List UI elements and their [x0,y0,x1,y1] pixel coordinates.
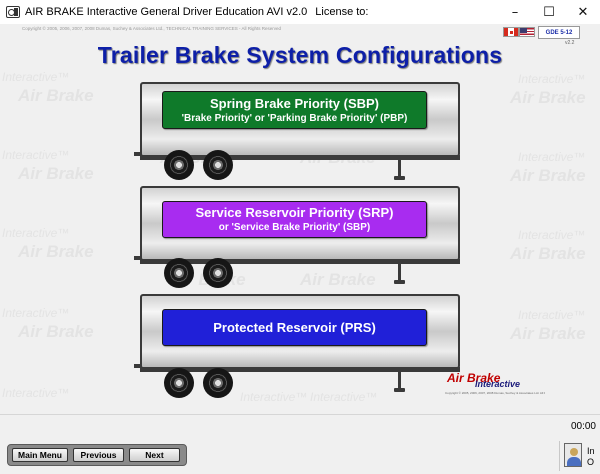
srp-config-button[interactable]: Service Reservoir Priority (SRP) or 'Ser… [162,201,427,238]
user-status-line: In [587,446,595,456]
bottom-bar: Main Menu Previous Next [0,437,600,474]
trailer-hitch [134,364,142,368]
usa-flag-icon[interactable] [519,27,535,37]
button-subtitle: or 'Service Brake Priority' (SBP) [218,222,371,233]
window-titlebar: AIR BRAKE Interactive General Driver Edu… [0,0,600,24]
nav-button-group: Main Menu Previous Next [7,444,187,466]
logo-fineprint: Copyright © 2005, 2006, 2007, 2008 Dumas… [445,391,545,395]
watermark-small: Interactive™ [2,70,70,84]
prs-config-button[interactable]: Protected Reservoir (PRS) [162,309,427,346]
license-label: License to: [315,6,369,18]
watermark-big: Air Brake [510,244,586,263]
app-icon [6,6,20,18]
landing-gear [398,160,401,178]
watermark-big: Air Brake [18,86,94,105]
copyright-notice: Copyright © 2005, 2006, 2007, 2008 Dumas… [22,26,282,31]
trailer-frame [140,259,460,264]
air-brake-logo: Air Brake Interactive Copyright © 2005, … [445,371,545,398]
wheel-icon [203,258,233,288]
user-avatar-icon[interactable] [564,443,582,467]
wheel-icon [203,150,233,180]
window-controls: – ☐ ✕ [498,0,600,24]
user-status-line: O [587,457,595,467]
canada-flag-icon[interactable] [503,27,519,37]
watermark-big: Air Brake [18,322,94,341]
watermark-small: Interactive™ [2,386,70,400]
watermark-small: Interactive™ [240,390,308,404]
logo-air-brake: Air Brake [447,371,501,385]
watermark-small: Interactive™ [2,226,70,240]
logo-interactive: Interactive [475,379,521,389]
user-status: In O [587,446,595,468]
watermark-big: Air Brake [510,88,586,107]
minimize-button[interactable]: – [511,4,519,20]
button-title: Protected Reservoir (PRS) [213,320,376,335]
watermark-big: Air Brake [510,324,586,343]
trailer-frame [140,155,460,160]
window-title: AIR BRAKE Interactive General Driver Edu… [25,6,308,18]
next-button[interactable]: Next [129,448,180,462]
trailer-frame [140,367,460,372]
landing-gear-foot [394,176,405,180]
previous-button[interactable]: Previous [73,448,124,462]
landing-gear-foot [394,280,405,284]
button-title: Service Reservoir Priority (SRP) [195,205,394,220]
sbp-config-button[interactable]: Spring Brake Priority (SBP) 'Brake Prior… [162,91,427,129]
trailer-hitch [134,152,142,156]
watermark-big: Air Brake [300,270,376,289]
version-label: v2.2 [565,40,575,46]
button-subtitle: 'Brake Priority' or 'Parking Brake Prior… [181,112,408,124]
user-area: In O [559,441,600,471]
landing-gear [398,372,401,390]
watermark-small: Interactive™ [518,150,586,164]
landing-gear [398,264,401,282]
content-stage: Interactive™ Air Brake Interactive™ Air … [0,24,600,414]
watermark-small: Interactive™ [310,390,378,404]
watermark-big: Air Brake [18,242,94,261]
elapsed-time: 00:00 [570,421,596,432]
watermark-small: Interactive™ [518,308,586,322]
wheel-icon [164,258,194,288]
wheel-icon [164,150,194,180]
trailer-hitch [134,256,142,260]
watermark-small: Interactive™ [518,228,586,242]
main-menu-button[interactable]: Main Menu [12,448,68,462]
page-title: Trailer Brake System Configurations [97,42,503,68]
wheel-icon [164,368,194,398]
page-code-badge: GDE 5-12 [538,26,580,39]
watermark-small: Interactive™ [518,72,586,86]
maximize-button[interactable]: ☐ [543,4,555,20]
wheel-icon [203,368,233,398]
landing-gear-foot [394,388,405,392]
avatar-body [567,457,581,466]
watermark-big: Air Brake [18,164,94,183]
button-title: Spring Brake Priority (SBP) [209,95,380,111]
close-button[interactable]: ✕ [577,4,589,20]
watermark-small: Interactive™ [2,148,70,162]
avatar-head [570,448,578,456]
watermark-small: Interactive™ [2,306,70,320]
status-bar: 00:00 [0,414,600,437]
watermark-big: Air Brake [510,166,586,185]
